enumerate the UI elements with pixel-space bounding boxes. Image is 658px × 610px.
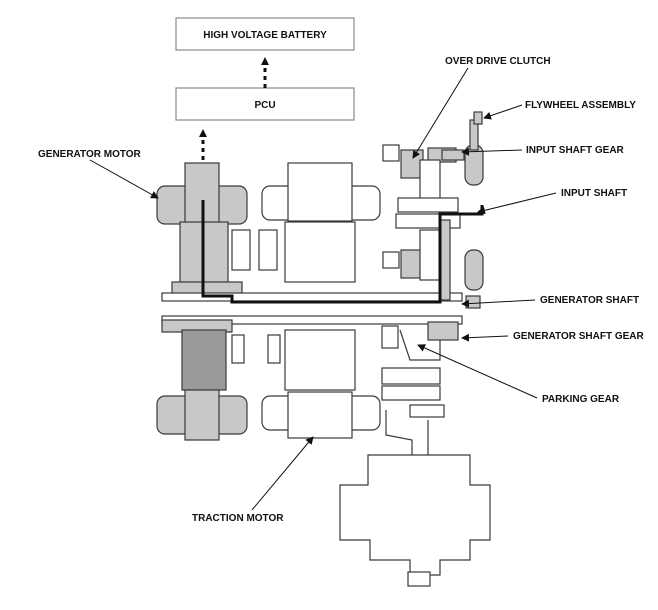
traction-motor [156, 319, 381, 441]
generator-shaft-gear-leader [461, 333, 509, 342]
transmission [381, 111, 484, 455]
battery-block: HIGH VOLTAGE BATTERY [175, 17, 355, 51]
pcu-label: PCU [254, 100, 275, 111]
input-shaft-gear-label: INPUT SHAFT GEAR [526, 145, 625, 156]
generator-motor-leader [89, 159, 159, 199]
generator-shaft-gear-label: GENERATOR SHAFT GEAR [513, 331, 645, 342]
parking-gear-label: PARKING GEAR [542, 394, 620, 405]
over-drive-clutch-leader [412, 67, 469, 159]
generator-shaft-label: GENERATOR SHAFT [540, 295, 639, 306]
traction-motor-leader [251, 436, 314, 511]
axle-stub [407, 571, 431, 587]
input-shaft-gear-leader [461, 147, 523, 156]
flywheel-leader [483, 104, 523, 120]
battery-label: HIGH VOLTAGE BATTERY [203, 30, 327, 41]
input-shaft-label: INPUT SHAFT [561, 188, 627, 199]
generator-shaft-leader [461, 299, 536, 308]
generator-motor-label: GENERATOR MOTOR [38, 149, 142, 160]
input-shaft-leader [477, 192, 557, 215]
traction-motor-label: TRACTION MOTOR [192, 513, 284, 524]
parking-gear-leader [417, 344, 538, 399]
pcu-block: PCU [175, 87, 355, 121]
over-drive-clutch-label: OVER DRIVE CLUTCH [445, 56, 551, 67]
flywheel-assembly-label: FLYWHEEL ASSEMBLY [525, 100, 636, 111]
differential [339, 454, 491, 576]
power-flow-path [201, 200, 484, 304]
generator-motor [156, 162, 381, 297]
